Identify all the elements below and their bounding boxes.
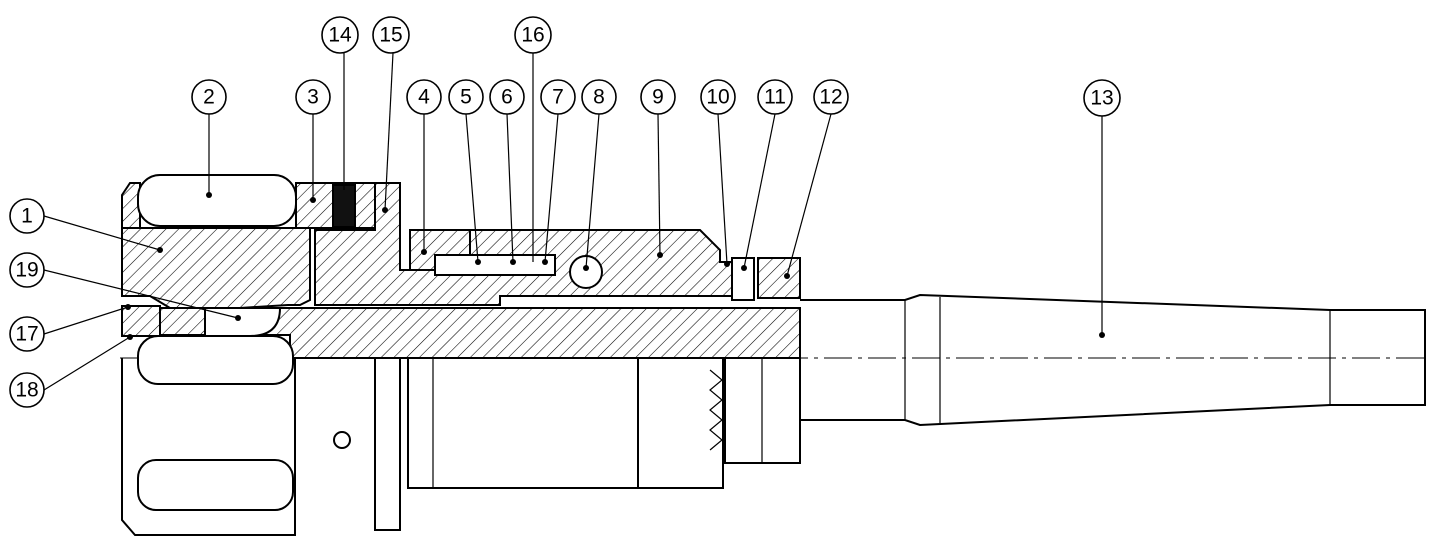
balloon-label-9: 9 <box>652 86 664 109</box>
leader-7 <box>544 113 559 263</box>
balloon-14: 14 <box>321 16 359 54</box>
nut-outline <box>121 358 296 536</box>
nut-marker <box>333 431 351 449</box>
balloon-label-2: 2 <box>203 86 215 109</box>
balloon-label-8: 8 <box>593 86 605 109</box>
balloon-17: 17 <box>9 316 45 352</box>
balloon-15: 15 <box>372 16 410 54</box>
balloon-label-15: 15 <box>379 24 402 47</box>
balloon-label-10: 10 <box>706 86 729 109</box>
balloon-1: 1 <box>9 198 45 234</box>
ring-part-12 <box>757 257 801 299</box>
balloon-label-6: 6 <box>501 86 513 109</box>
balloon-10: 10 <box>700 79 736 115</box>
section-view <box>121 174 801 385</box>
flange-outline <box>374 357 401 531</box>
leader-8 <box>585 113 600 269</box>
balloon-label-19: 19 <box>15 259 38 282</box>
flange-part-15 <box>314 182 736 306</box>
nut-lower-part-18 <box>137 335 294 385</box>
leaders <box>43 52 1105 391</box>
leader-12 <box>786 113 832 277</box>
body-outline <box>407 357 639 489</box>
serration <box>709 369 723 451</box>
spring-pocket <box>434 254 556 276</box>
leader-1 <box>43 215 161 251</box>
balloon-label-17: 17 <box>15 323 38 346</box>
balloon-label-12: 12 <box>819 86 842 109</box>
balloon-7: 7 <box>540 79 576 115</box>
balloon-2: 2 <box>191 79 227 115</box>
balloon-9: 9 <box>640 79 676 115</box>
balloon-5: 5 <box>448 79 484 115</box>
balloon-6: 6 <box>489 79 525 115</box>
balloon-label-4: 4 <box>418 86 430 109</box>
balloon-12: 12 <box>813 79 849 115</box>
leader-10 <box>717 113 728 265</box>
leader-9 <box>657 113 661 256</box>
balloon-label-5: 5 <box>460 86 472 109</box>
balloon-label-18: 18 <box>15 379 38 402</box>
collet-nut-part-1 <box>121 227 311 309</box>
balloon-4: 4 <box>406 79 442 115</box>
balloon-label-1: 1 <box>21 205 33 228</box>
drive-outline <box>637 357 724 489</box>
balloon-3: 3 <box>295 79 331 115</box>
balloon-label-11: 11 <box>764 86 786 109</box>
leader-17 <box>43 306 129 335</box>
balloon-label-14: 14 <box>328 24 352 47</box>
nut-slot <box>137 459 294 511</box>
ball-part-8 <box>569 255 603 289</box>
balloon-label-13: 13 <box>1090 87 1113 110</box>
balloon-16: 16 <box>514 16 552 54</box>
outside-view <box>121 293 1426 536</box>
key-part-11 <box>731 257 755 301</box>
balloon-label-16: 16 <box>521 24 544 47</box>
balloon-18: 18 <box>9 372 45 408</box>
leader-6 <box>506 113 514 263</box>
collet-part-17 <box>121 305 161 337</box>
balloon-13: 13 <box>1083 79 1121 117</box>
leader-18 <box>43 336 131 391</box>
balloon-label-3: 3 <box>307 86 319 109</box>
balloon-label-7: 7 <box>552 86 564 109</box>
taper-shank-part-13 <box>800 293 1426 427</box>
leader-19 <box>43 269 239 319</box>
set-screw-part-14 <box>332 184 356 228</box>
balloon-19: 19 <box>9 252 45 288</box>
leader-5 <box>465 113 479 263</box>
leader-15 <box>384 52 394 211</box>
balloon-11: 11 <box>757 79 793 115</box>
leader-11 <box>743 113 776 269</box>
roller-part-2 <box>137 174 297 227</box>
balloon-8: 8 <box>581 79 617 115</box>
